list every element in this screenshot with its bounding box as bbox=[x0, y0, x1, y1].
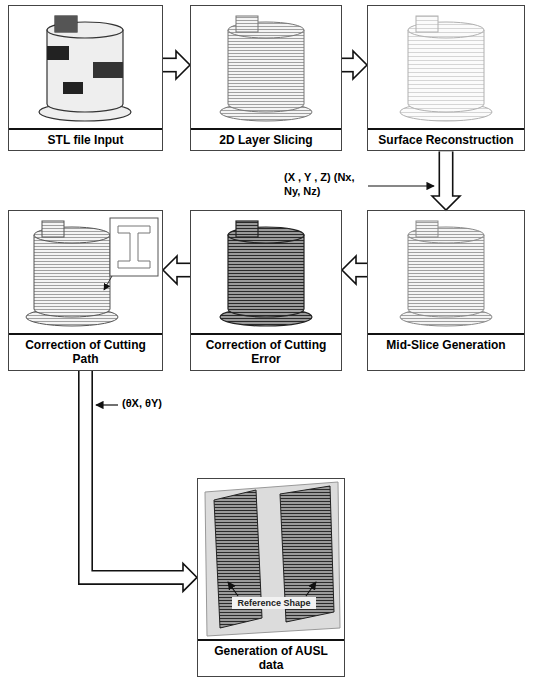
picture-area bbox=[198, 479, 344, 639]
arrow-shaft-fill bbox=[163, 59, 178, 71]
panel-caption: STL file Input bbox=[9, 128, 162, 150]
figure-label: Reference Shape bbox=[232, 597, 316, 609]
process-panel: 2D Layer Slicing bbox=[190, 5, 342, 151]
picture-area bbox=[191, 211, 341, 333]
parameter-label: (θX, θY) bbox=[120, 396, 196, 412]
arrow-shaft-fill bbox=[342, 59, 355, 71]
process-panel: Correction of Cutting Error bbox=[190, 210, 342, 371]
arrow-shaft-fill bbox=[175, 264, 190, 276]
panel-caption: 2D Layer Slicing bbox=[191, 128, 341, 150]
arrow-head bbox=[183, 563, 197, 591]
picture-area bbox=[191, 6, 341, 128]
inset-profile bbox=[104, 218, 158, 290]
arrow-head bbox=[163, 256, 177, 284]
mid-slice-model bbox=[400, 221, 492, 326]
parameter-label: (X , Y , Z) (Nx, Ny, Nz) bbox=[282, 170, 368, 200]
block-arrow bbox=[86, 371, 198, 592]
arrow-head bbox=[176, 51, 190, 79]
block-arrow bbox=[342, 51, 367, 79]
panel-title: Correction of Cutting Path bbox=[13, 338, 158, 367]
picture-area bbox=[368, 6, 524, 128]
panel-caption: Generation of AUSL data bbox=[198, 639, 344, 676]
panel-title: 2D Layer Slicing bbox=[195, 133, 337, 147]
arrow-shaft-fill bbox=[440, 151, 452, 198]
arrow-head bbox=[432, 196, 460, 210]
picture-area bbox=[9, 6, 162, 128]
pointer-arrow bbox=[366, 185, 434, 186]
panel-title: STL file Input bbox=[13, 133, 158, 147]
arrow-head bbox=[342, 256, 356, 284]
process-panel: Correction of Cutting Path bbox=[8, 210, 163, 371]
surface-model bbox=[400, 16, 492, 121]
path-model bbox=[26, 221, 118, 326]
picture-area bbox=[368, 211, 524, 333]
process-panel: Surface Reconstruction bbox=[367, 5, 525, 151]
block-arrow bbox=[432, 151, 460, 210]
block-arrow bbox=[342, 256, 367, 284]
arrow-head bbox=[353, 51, 367, 79]
picture-area bbox=[9, 211, 162, 333]
panel-title: Mid-Slice Generation bbox=[372, 338, 520, 352]
pointer-arrow bbox=[96, 404, 118, 405]
panel-caption: Correction of Cutting Path bbox=[9, 333, 162, 370]
panel-title: Surface Reconstruction bbox=[372, 133, 520, 147]
panel-title: Correction of Cutting Error bbox=[195, 338, 337, 367]
block-arrow bbox=[163, 51, 190, 79]
sliced-model bbox=[220, 16, 312, 121]
panel-caption: Mid-Slice Generation bbox=[368, 333, 524, 370]
panel-caption: Correction of Cutting Error bbox=[191, 333, 341, 370]
process-panel: STL file Input bbox=[8, 5, 163, 151]
block-arrow bbox=[163, 256, 190, 284]
process-panel: Generation of AUSL data bbox=[197, 478, 345, 677]
panel-caption: Surface Reconstruction bbox=[368, 128, 524, 150]
part-model bbox=[39, 16, 131, 121]
arrow-shaft-fill bbox=[354, 264, 367, 276]
process-panel: Mid-Slice Generation bbox=[367, 210, 525, 371]
ausl-model bbox=[205, 482, 340, 636]
panel-title: Generation of AUSL data bbox=[202, 644, 340, 673]
error-model bbox=[220, 221, 312, 326]
